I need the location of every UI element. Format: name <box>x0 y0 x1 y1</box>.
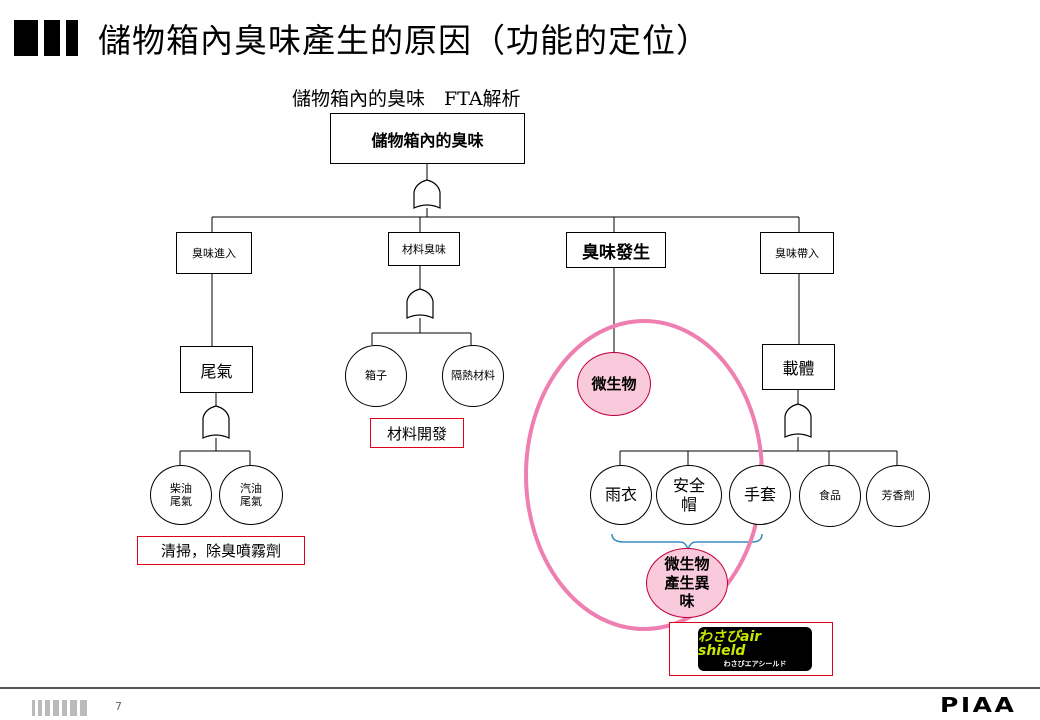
helmet-circle: 安全 帽 <box>656 465 722 525</box>
raincoat-circle: 雨衣 <box>590 465 652 525</box>
microbe-odor-circle: 微生物 產生異 味 <box>646 548 728 618</box>
title-bar-block-1 <box>14 20 38 56</box>
diesel-circle: 柴油 尾氣 <box>150 465 212 525</box>
title-bar-block-2 <box>44 20 60 56</box>
top-event-label: 儲物箱內的臭味 <box>371 130 484 150</box>
exhaust-box: 尾氣 <box>180 346 253 393</box>
carrier-box: 載體 <box>762 344 835 390</box>
top-event-box: 儲物箱內的臭味 <box>330 113 525 164</box>
microbe-odor-label: 微生物 產生異 味 <box>664 554 710 611</box>
gasoline-label: 汽油 尾氣 <box>240 481 262 508</box>
food-circle: 食品 <box>799 465 861 527</box>
insulation-circle: 隔熱材料 <box>442 345 504 407</box>
diesel-label: 柴油 尾氣 <box>170 481 192 508</box>
footer-line <box>0 687 1040 689</box>
carrier-label: 載體 <box>782 359 815 378</box>
smell-in-box: 臭味進入 <box>176 232 252 274</box>
page-title: 儲物箱內臭味產生的原因（功能的定位） <box>98 21 710 60</box>
fragrance-circle: 芳香劑 <box>866 465 930 527</box>
cleaning-countermeasure: 清掃，除臭噴霧劑 <box>137 536 305 565</box>
box-circle: 箱子 <box>345 345 407 407</box>
logo-caption: わさびエアシールド <box>723 660 787 668</box>
smell-brought-label: 臭味帶入 <box>775 247 819 260</box>
microbes-circle: 微生物 <box>577 352 651 416</box>
piaa-logo: PIAA <box>940 693 1017 717</box>
food-label: 食品 <box>819 489 841 503</box>
fragrance-label: 芳香劑 <box>881 489 915 503</box>
smell-in-label: 臭味進入 <box>192 247 236 260</box>
smell-brought-box: 臭味帶入 <box>760 232 834 274</box>
smell-generated-label: 臭味發生 <box>582 242 650 263</box>
raincoat-label: 雨衣 <box>604 485 637 505</box>
insulation-label: 隔熱材料 <box>451 369 495 383</box>
material-dev-countermeasure: 材料開發 <box>370 418 464 448</box>
logo-text: わさびair shield <box>698 629 762 659</box>
diagram-subtitle: 儲物箱內的臭味 FTA解析 <box>292 88 521 110</box>
smell-generated-box: 臭味發生 <box>566 232 666 268</box>
gloves-circle: 手套 <box>729 465 791 525</box>
microbes-label: 微生物 <box>591 375 637 393</box>
page-number: 7 <box>115 700 122 713</box>
cleaning-label: 清掃，除臭噴霧劑 <box>160 542 281 560</box>
title-bar-block-3 <box>66 20 78 56</box>
exhaust-label: 尾氣 <box>200 361 233 381</box>
gasoline-circle: 汽油 尾氣 <box>219 465 283 525</box>
material-smell-box: 材料臭味 <box>388 232 460 266</box>
gloves-label: 手套 <box>743 485 776 505</box>
box-label: 箱子 <box>365 369 387 383</box>
helmet-label: 安全 帽 <box>672 475 705 514</box>
material-dev-label: 材料開發 <box>386 424 447 443</box>
material-smell-label: 材料臭味 <box>402 243 446 256</box>
wasabi-air-shield-logo: わさびair shield わさびエアシールド <box>698 627 812 671</box>
footer-stripes <box>32 700 87 716</box>
